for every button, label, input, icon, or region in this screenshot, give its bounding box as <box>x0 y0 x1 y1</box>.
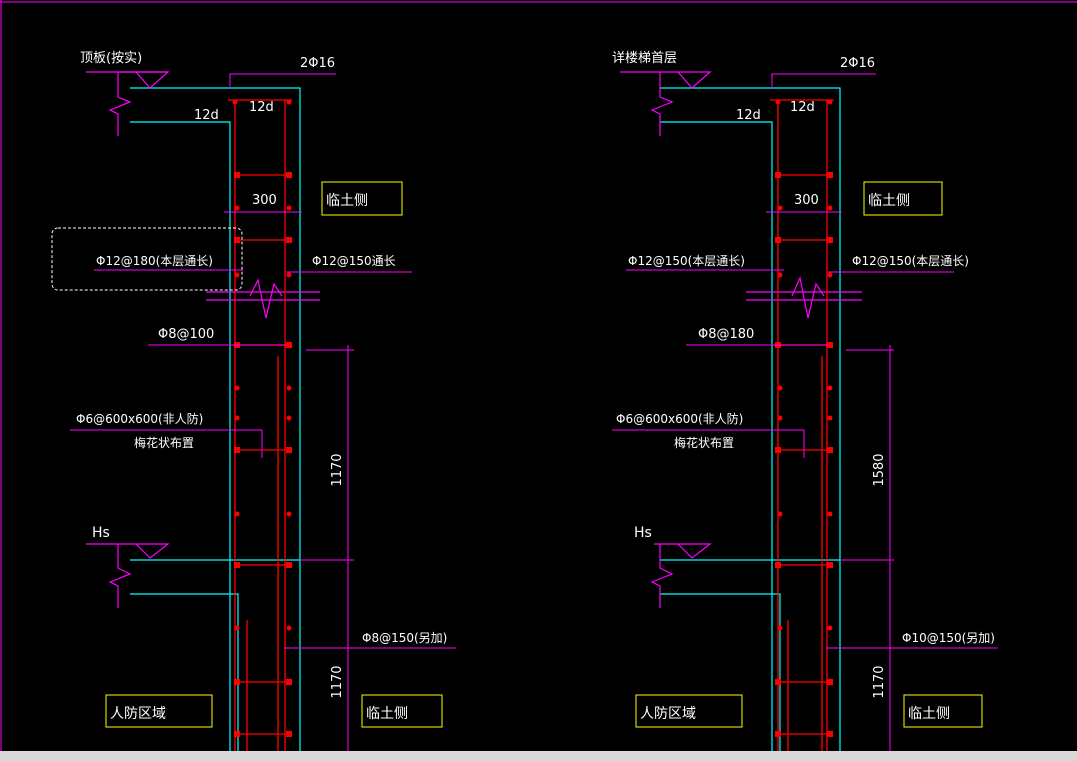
right-zone: 人防区域 <box>640 706 696 722</box>
left-break-symbols <box>86 71 320 608</box>
left-rebar-dots <box>232 99 292 737</box>
status-strip <box>0 751 1077 761</box>
right-zone-box <box>635 694 743 728</box>
right-soil-box-bottom <box>903 694 983 728</box>
right-thickness: 300 <box>794 193 819 208</box>
right-break-symbols <box>620 71 862 608</box>
left-extra-bar: Φ8@150(另加) <box>362 631 447 645</box>
left-anchor-inner: 12d <box>249 100 274 115</box>
left-tie-spacing: Φ8@100 <box>158 327 214 342</box>
left-revision-cloud <box>51 227 243 291</box>
left-horiz-inner: Φ12@180(本层通长) <box>96 254 213 268</box>
left-tie-note-1: Φ6@600x600(非人防) <box>76 411 203 426</box>
left-thickness: 300 <box>252 193 277 208</box>
right-dim-upper: 1580 <box>872 453 887 486</box>
left-horiz-outer: Φ12@150通长 <box>312 254 396 268</box>
left-dim-lower: 1170 <box>330 665 345 698</box>
left-soil-side-bottom: 临土侧 <box>366 706 408 722</box>
right-leaders <box>612 73 998 751</box>
right-soil-side-bottom: 临土侧 <box>908 706 950 722</box>
left-zone-box <box>105 694 213 728</box>
right-tie-note-1: Φ6@600x600(非人防) <box>616 411 743 426</box>
left-wall-outline <box>130 87 301 751</box>
left-tie-note-2: 梅花状布置 <box>134 435 194 450</box>
left-soil-box-top <box>321 181 403 216</box>
left-zone: 人防区域 <box>110 706 166 722</box>
right-top-note: 详楼梯首层 <box>612 51 677 66</box>
left-detail: 顶板(按实) 2Φ16 12d 12d 300 临土侧 Φ12@180(本层通长… <box>51 51 456 751</box>
left-leaders <box>70 73 456 751</box>
right-soil-box-top <box>863 181 943 216</box>
left-soil-box-bottom <box>361 694 443 728</box>
right-extra-bar: Φ10@150(另加) <box>902 631 995 645</box>
right-top-bars: 2Φ16 <box>840 56 875 71</box>
right-level: Hs <box>634 525 652 541</box>
right-tie-note-2: 梅花状布置 <box>674 435 734 450</box>
left-anchor-outer: 12d <box>194 108 219 123</box>
left-dim-upper: 1170 <box>330 453 345 486</box>
left-soil-side-top: 临土侧 <box>326 193 368 209</box>
left-level: Hs <box>92 525 110 541</box>
left-top-bars: 2Φ16 <box>300 56 335 71</box>
right-detail: 详楼梯首层 2Φ16 12d 12d 300 临土侧 Φ12@150(本层通长)… <box>612 51 998 751</box>
right-dim-lower: 1170 <box>872 665 887 698</box>
right-wall-outline <box>660 87 841 751</box>
left-top-note: 顶板(按实) <box>80 51 142 66</box>
right-horiz-outer: Φ12@150(本层通长) <box>852 254 969 268</box>
right-tie-spacing: Φ8@180 <box>698 327 754 342</box>
right-anchor-outer: 12d <box>736 108 761 123</box>
right-anchor-inner: 12d <box>790 100 815 115</box>
right-soil-side-top: 临土侧 <box>868 193 910 209</box>
right-horiz-inner: Φ12@150(本层通长) <box>628 254 745 268</box>
